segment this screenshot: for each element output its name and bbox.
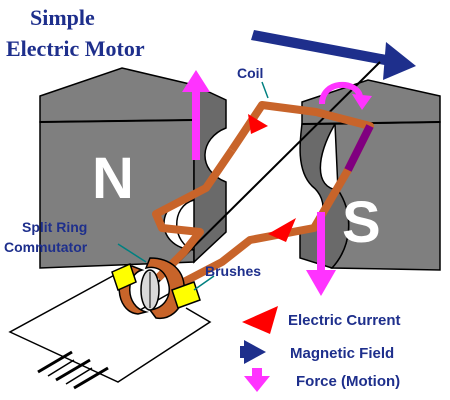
commutator-label-line1: Split Ring (22, 219, 87, 235)
legend-force-icon (244, 368, 270, 392)
coil-shadow-segment (344, 124, 374, 172)
brushes-label: Brushes (205, 263, 261, 279)
legend-current-icon (242, 306, 278, 334)
legend-current-label: Electric Current (288, 312, 401, 329)
magnetic-field-arrow (251, 30, 416, 80)
current-arrow-bottom (268, 218, 296, 242)
current-arrow-top (248, 114, 268, 134)
north-magnet (39, 67, 227, 269)
commutator-leader-line (117, 243, 147, 263)
south-magnet (299, 79, 441, 271)
brushes-leader-line (193, 275, 215, 291)
coil-leader-line (261, 81, 269, 99)
rotation-arrow-icon (319, 81, 372, 110)
brush-left (111, 262, 137, 292)
title-line1: Simple (30, 5, 95, 30)
legend-field-icon (244, 340, 266, 364)
legend-force-label: Force (Motion) (296, 373, 400, 390)
battery-icon (37, 350, 109, 390)
title-line2: Electric Motor (6, 36, 145, 61)
legend: Electric Current Magnetic Field Force (M… (240, 306, 401, 392)
force-arrow-down (306, 212, 336, 296)
north-label: N (92, 146, 134, 211)
legend-field-label: Magnetic Field (290, 345, 394, 362)
south-label: S (342, 190, 381, 255)
force-arrow-up (182, 70, 210, 160)
commutator-label-line2: Commutator (4, 239, 88, 255)
coil-label: Coil (237, 65, 263, 81)
brush-right (171, 281, 201, 309)
